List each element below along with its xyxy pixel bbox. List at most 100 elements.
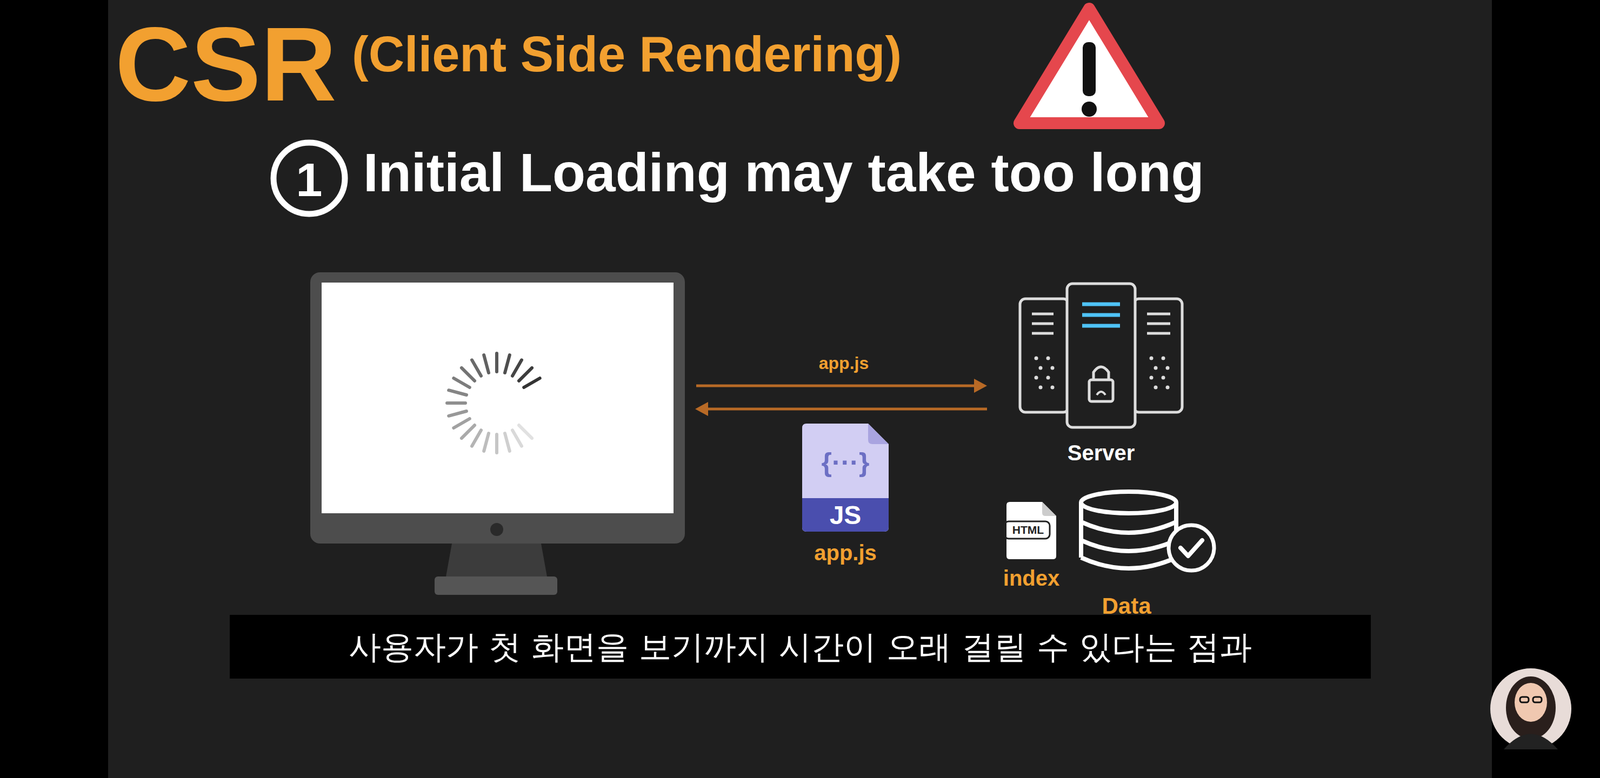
callout-number: 1: [270, 139, 349, 218]
spinner-tick: [447, 401, 466, 405]
server-slot: [1031, 322, 1054, 326]
spinner-tick: [512, 430, 522, 446]
monitor: [310, 272, 685, 596]
server-slot: [1147, 312, 1171, 316]
file-fold: [868, 423, 889, 445]
request-arrow-head: [974, 378, 988, 393]
server-slot: [1147, 332, 1171, 336]
avatar-face: [1514, 683, 1548, 723]
check-circle: [1168, 525, 1215, 571]
html-file-icon: HTMLindex: [1006, 502, 1057, 560]
slide-title: CSR: [115, 11, 337, 117]
subtitle: (Client Side Rendering): [351, 25, 902, 84]
monitor-neck: [445, 543, 548, 577]
spinner-tick: [504, 355, 510, 373]
server-light: [1038, 366, 1043, 371]
server-light: [1050, 366, 1055, 371]
heading: Initial Loading may take too long: [363, 141, 1205, 204]
server-light: [1046, 356, 1051, 361]
server-light: [1165, 385, 1170, 390]
spinner-tick: [512, 360, 522, 376]
file-tag: [1004, 521, 1050, 539]
spinner-tick: [495, 353, 499, 372]
avatar-hair: [1505, 676, 1556, 740]
avatar-background: [1490, 668, 1572, 750]
spinner-tick: [448, 411, 467, 417]
slide-background: [108, 0, 1492, 778]
response-arrow-line: [705, 408, 988, 411]
response-arrow-head: [695, 402, 709, 417]
database-top: [1081, 491, 1177, 514]
server-slot: [1031, 312, 1054, 316]
js-file-icon-text: {···}: [821, 447, 870, 479]
lock-keyhole: [1096, 391, 1106, 396]
server-slot: [1082, 313, 1120, 318]
node-outline: [1018, 282, 1184, 429]
spinner-tick: [471, 430, 482, 446]
callout-number-text: 1: [296, 152, 323, 208]
warning-triangle: [1019, 8, 1159, 124]
spinner-tick: [453, 378, 470, 388]
spinner-tick: [518, 425, 532, 439]
js-file-icon-text: JS: [829, 500, 862, 531]
check-mark: [1180, 540, 1203, 557]
spinner-tick: [495, 434, 499, 453]
server-light: [1034, 356, 1039, 361]
monitor-base: [434, 576, 558, 596]
server-light: [1161, 356, 1166, 361]
server-light: [1046, 376, 1051, 380]
presenter-avatar: [1490, 668, 1572, 750]
spinner-tick: [453, 418, 470, 429]
monitor-frame: [310, 272, 685, 544]
database-ring: [1081, 557, 1177, 569]
warning-sign: [1019, 8, 1159, 124]
spinner-tick: [518, 368, 532, 382]
subtitle-bar-text: 사용자가 첫 화면을 보기까지 시간이 오래 걸릴 수 있다는 점과: [348, 615, 1253, 679]
arrow-label: app.js: [818, 353, 869, 374]
request-arrows: [695, 378, 988, 417]
server-light: [1154, 366, 1158, 371]
server-light: [1149, 356, 1154, 361]
spinner-tick: [461, 425, 475, 439]
number-circle: [273, 142, 345, 215]
server-icon-text: Server: [1067, 440, 1136, 466]
node-outline: [1076, 489, 1218, 574]
html-file-icon-text: index: [1003, 565, 1060, 591]
server-light: [1038, 385, 1043, 390]
file-body: [1006, 502, 1057, 560]
spinner-tick: [483, 355, 489, 373]
lock-body: [1089, 380, 1113, 402]
js-file-icon-text: app.js: [814, 540, 877, 566]
request-arrow-line: [696, 384, 977, 388]
server-light: [1154, 385, 1158, 390]
server-rack: [1133, 298, 1183, 413]
spinner-tick: [523, 378, 540, 388]
server-light: [1165, 366, 1170, 371]
exclamation-bar: [1082, 42, 1096, 97]
subtitle-bar: 사용자가 첫 화면을 보기까지 시간이 오래 걸릴 수 있다는 점과: [229, 615, 1371, 679]
monitor-screen: [321, 282, 674, 514]
database-ring: [1081, 540, 1177, 552]
database-ring: [1081, 522, 1177, 533]
lock-shackle: [1093, 367, 1109, 380]
spinner-tick: [471, 360, 482, 376]
js-file-icon: {···}JSapp.js: [802, 423, 889, 532]
server-rack: [1020, 298, 1069, 413]
spinner-tick: [504, 433, 510, 452]
database-icon: Data: [1076, 489, 1218, 574]
monitor-button: [490, 523, 504, 537]
avatar-body: [1503, 734, 1558, 751]
server-slot: [1082, 324, 1120, 329]
server-slot: [1031, 332, 1054, 336]
spinner-tick: [483, 433, 489, 452]
server-icon: Server: [1018, 282, 1184, 429]
file-body: [802, 423, 889, 532]
spinner-tick: [448, 390, 467, 396]
server-light: [1034, 376, 1039, 380]
exclamation-dot: [1081, 101, 1097, 117]
file-fold: [1042, 502, 1057, 517]
loading-spinner: [447, 353, 540, 453]
file-band: [802, 498, 889, 532]
spinner-tick: [461, 368, 475, 382]
